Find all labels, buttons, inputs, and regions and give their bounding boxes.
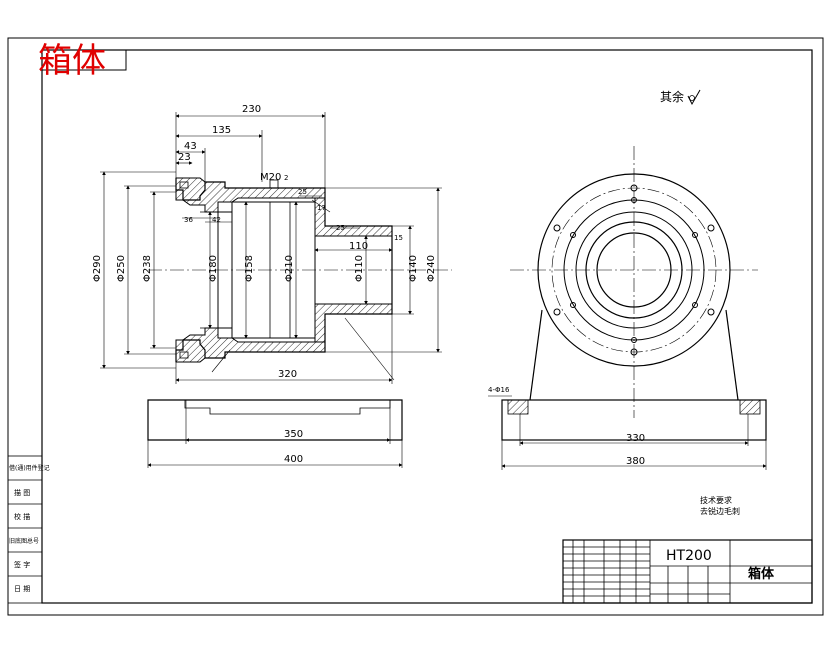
dim-phi240: Φ240 — [426, 255, 437, 282]
dim-15: 15 — [394, 234, 403, 242]
dim-380: 380 — [626, 456, 645, 467]
title-stamp: 箱体 — [38, 41, 106, 81]
dim-350: 350 — [284, 429, 303, 440]
roughness-circle-icon — [689, 95, 695, 101]
dim-330: 330 — [626, 433, 645, 444]
left-col-sign: 签 字 — [14, 560, 30, 569]
outer-border — [7, 37, 824, 616]
left-col-draw: 描 图 — [14, 488, 30, 497]
dim-400: 400 — [284, 454, 303, 465]
material-label: HT200 — [666, 548, 712, 564]
dim-phi158: Φ158 — [244, 255, 255, 282]
dim-230: 230 — [242, 104, 261, 115]
dim-25-mid: 25 — [336, 224, 345, 232]
inner-border — [41, 49, 813, 604]
dim-phi290: Φ290 — [92, 255, 103, 282]
left-col-date: 日 期 — [14, 585, 30, 593]
surface-note: 其余 — [660, 89, 684, 104]
dim-2: 2 — [284, 174, 288, 182]
title-stamp-box — [41, 49, 127, 71]
dim-17: 17 — [317, 204, 326, 212]
dim-36: 36 — [184, 216, 193, 224]
title-block — [562, 539, 813, 604]
left-col-check: 校 描 — [14, 512, 30, 521]
tech-req-title: 技术要求 — [700, 495, 732, 505]
dim-23: 23 — [178, 152, 191, 163]
dim-320: 320 — [278, 369, 297, 380]
dim-43: 43 — [184, 141, 197, 152]
dim-phi110: Φ110 — [354, 255, 365, 282]
dim-m20: M20 — [260, 172, 281, 183]
front-view: 230 135 43 23 M20 2 25 17 36 42 25 110 1… — [92, 104, 452, 468]
left-col-old-number: 旧底图总号 — [9, 537, 39, 545]
left-column — [7, 455, 43, 604]
left-col-register: 借(通)用件登记 — [9, 464, 50, 472]
dim-135: 135 — [212, 125, 231, 136]
dim-phi250: Φ250 — [116, 255, 127, 282]
dim-phi210: Φ210 — [284, 255, 295, 282]
dim-phi140: Φ140 — [408, 255, 419, 282]
tech-req-item: 去锐边毛刺 — [700, 506, 740, 516]
dim-110: 110 — [349, 241, 368, 252]
dim-42: 42 — [212, 216, 221, 224]
dim-holes: 4-Φ16 — [488, 386, 510, 394]
dim-phi180: Φ180 — [208, 255, 219, 282]
dim-phi238: Φ238 — [142, 255, 153, 282]
dim-25-top: 25 — [298, 188, 307, 196]
side-view — [488, 146, 767, 470]
part-name: 箱体 — [748, 566, 775, 582]
